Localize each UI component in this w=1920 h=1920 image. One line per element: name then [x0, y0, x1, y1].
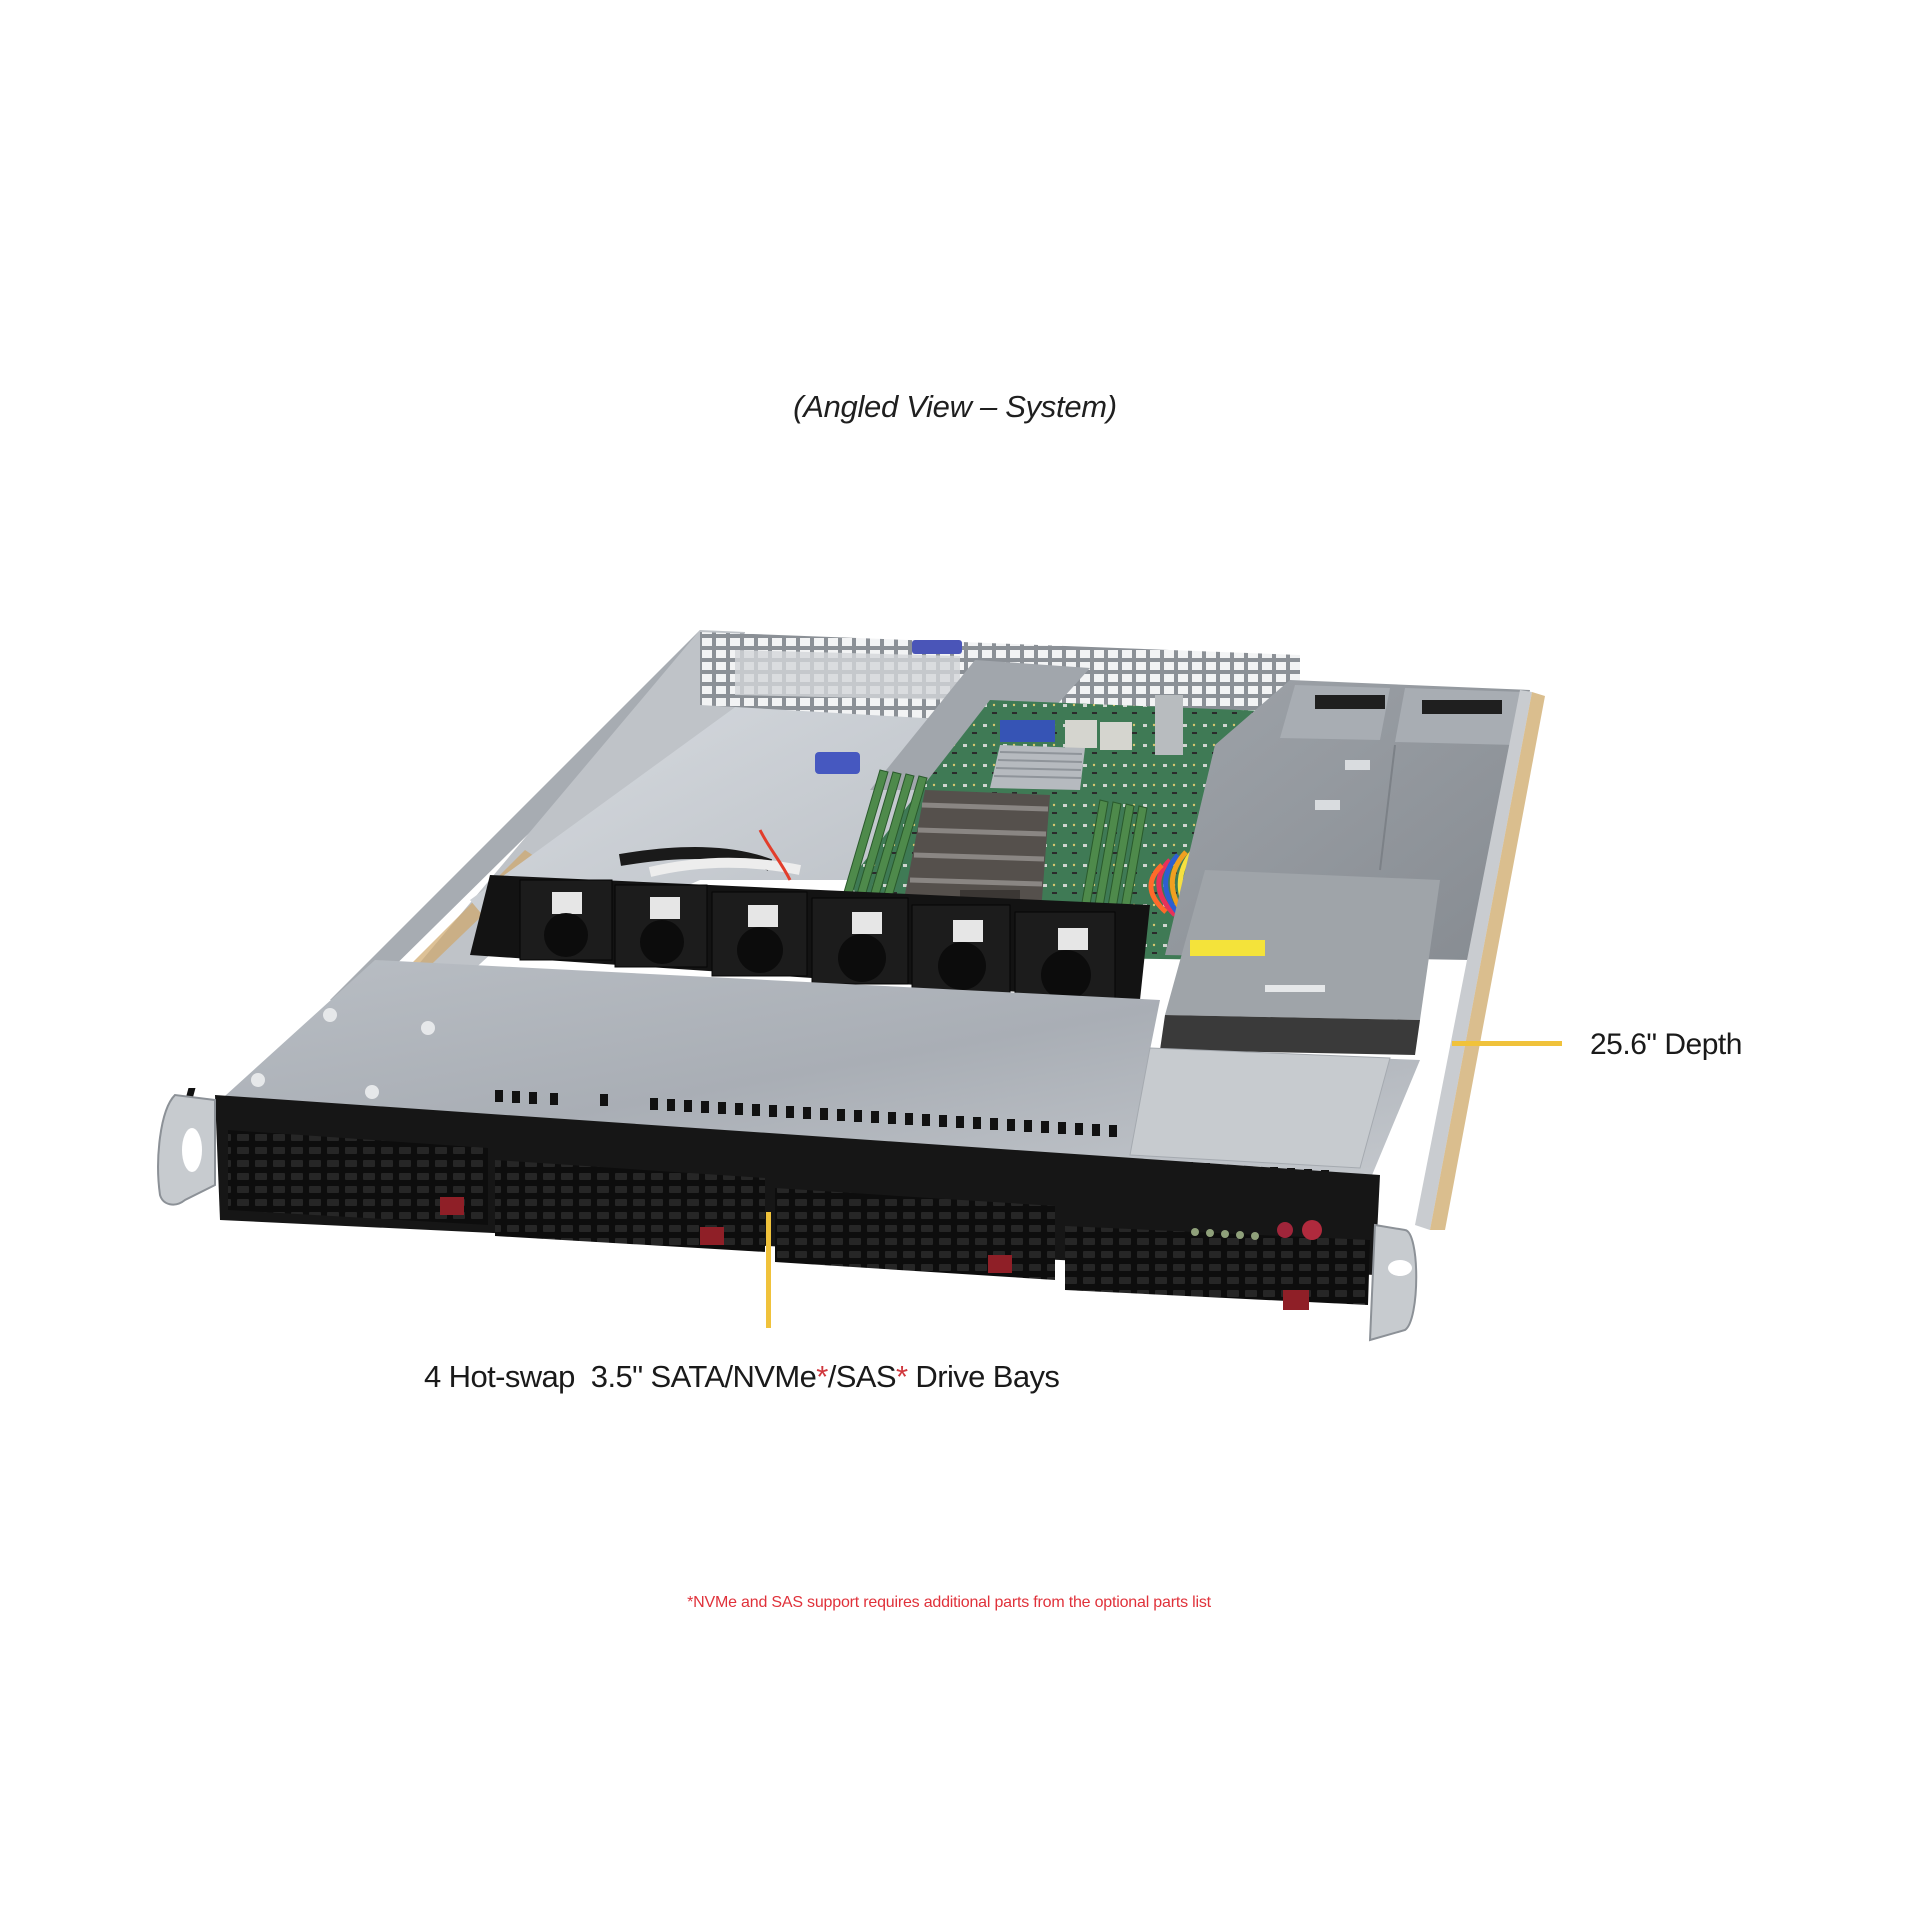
- footnote: *NVMe and SAS support requires additiona…: [0, 1594, 1920, 1612]
- drive-bays-label: 4 Hot-swap 3.5" SATA/NVMe*/SAS* Drive Ba…: [424, 1359, 1060, 1395]
- figure-caption-text: (Angled View – System): [793, 389, 1117, 424]
- blue-pull-tab-icon: [912, 640, 962, 654]
- depth-label: 25.6" Depth: [1590, 1028, 1742, 1061]
- control-panel: [1191, 1220, 1322, 1240]
- cover-screws: [251, 1008, 435, 1099]
- chassis-right-wall: [1415, 690, 1545, 1230]
- fan-3: [711, 891, 808, 977]
- riser-tab-icon: [815, 752, 860, 774]
- drive-bay-4: [1065, 1226, 1370, 1310]
- vga-port-icon: [1000, 720, 1055, 742]
- reset-button-icon: [1277, 1222, 1293, 1238]
- depth-callout-line: [1452, 1041, 1562, 1046]
- drive-bays-label-prefix: 4 Hot-swap 3.5" SATA/NVMe: [424, 1359, 817, 1394]
- sas-asterisk: *: [895, 1359, 908, 1394]
- drive-bays-callout-line: [766, 1212, 771, 1328]
- rack-ear-right: [1368, 1223, 1418, 1342]
- fan-4: [811, 897, 909, 985]
- fan-6: [1014, 911, 1116, 1003]
- fan-1: [519, 879, 613, 961]
- power-supply-units: [1160, 680, 1530, 1055]
- nvme-asterisk: *: [816, 1359, 828, 1394]
- drive-bays-label-middle: /SAS: [827, 1359, 897, 1394]
- front-bezel: [215, 1095, 1380, 1310]
- drive-bay-1: [228, 1130, 488, 1225]
- warning-label: [1190, 940, 1265, 956]
- power-button-icon: [1302, 1220, 1322, 1240]
- drive-bays-label-suffix: Drive Bays: [907, 1359, 1060, 1394]
- drive-bay-2: [495, 1160, 765, 1252]
- fan-5: [911, 904, 1011, 994]
- figure-caption: (Angled View – System): [0, 389, 1920, 425]
- footnote-text: *NVMe and SAS support requires additiona…: [687, 1594, 1211, 1611]
- drive-bay-3: [775, 1188, 1055, 1280]
- fan-2: [614, 884, 708, 968]
- fan-bank: [470, 875, 1150, 1003]
- rack-ear-left: [157, 1093, 216, 1206]
